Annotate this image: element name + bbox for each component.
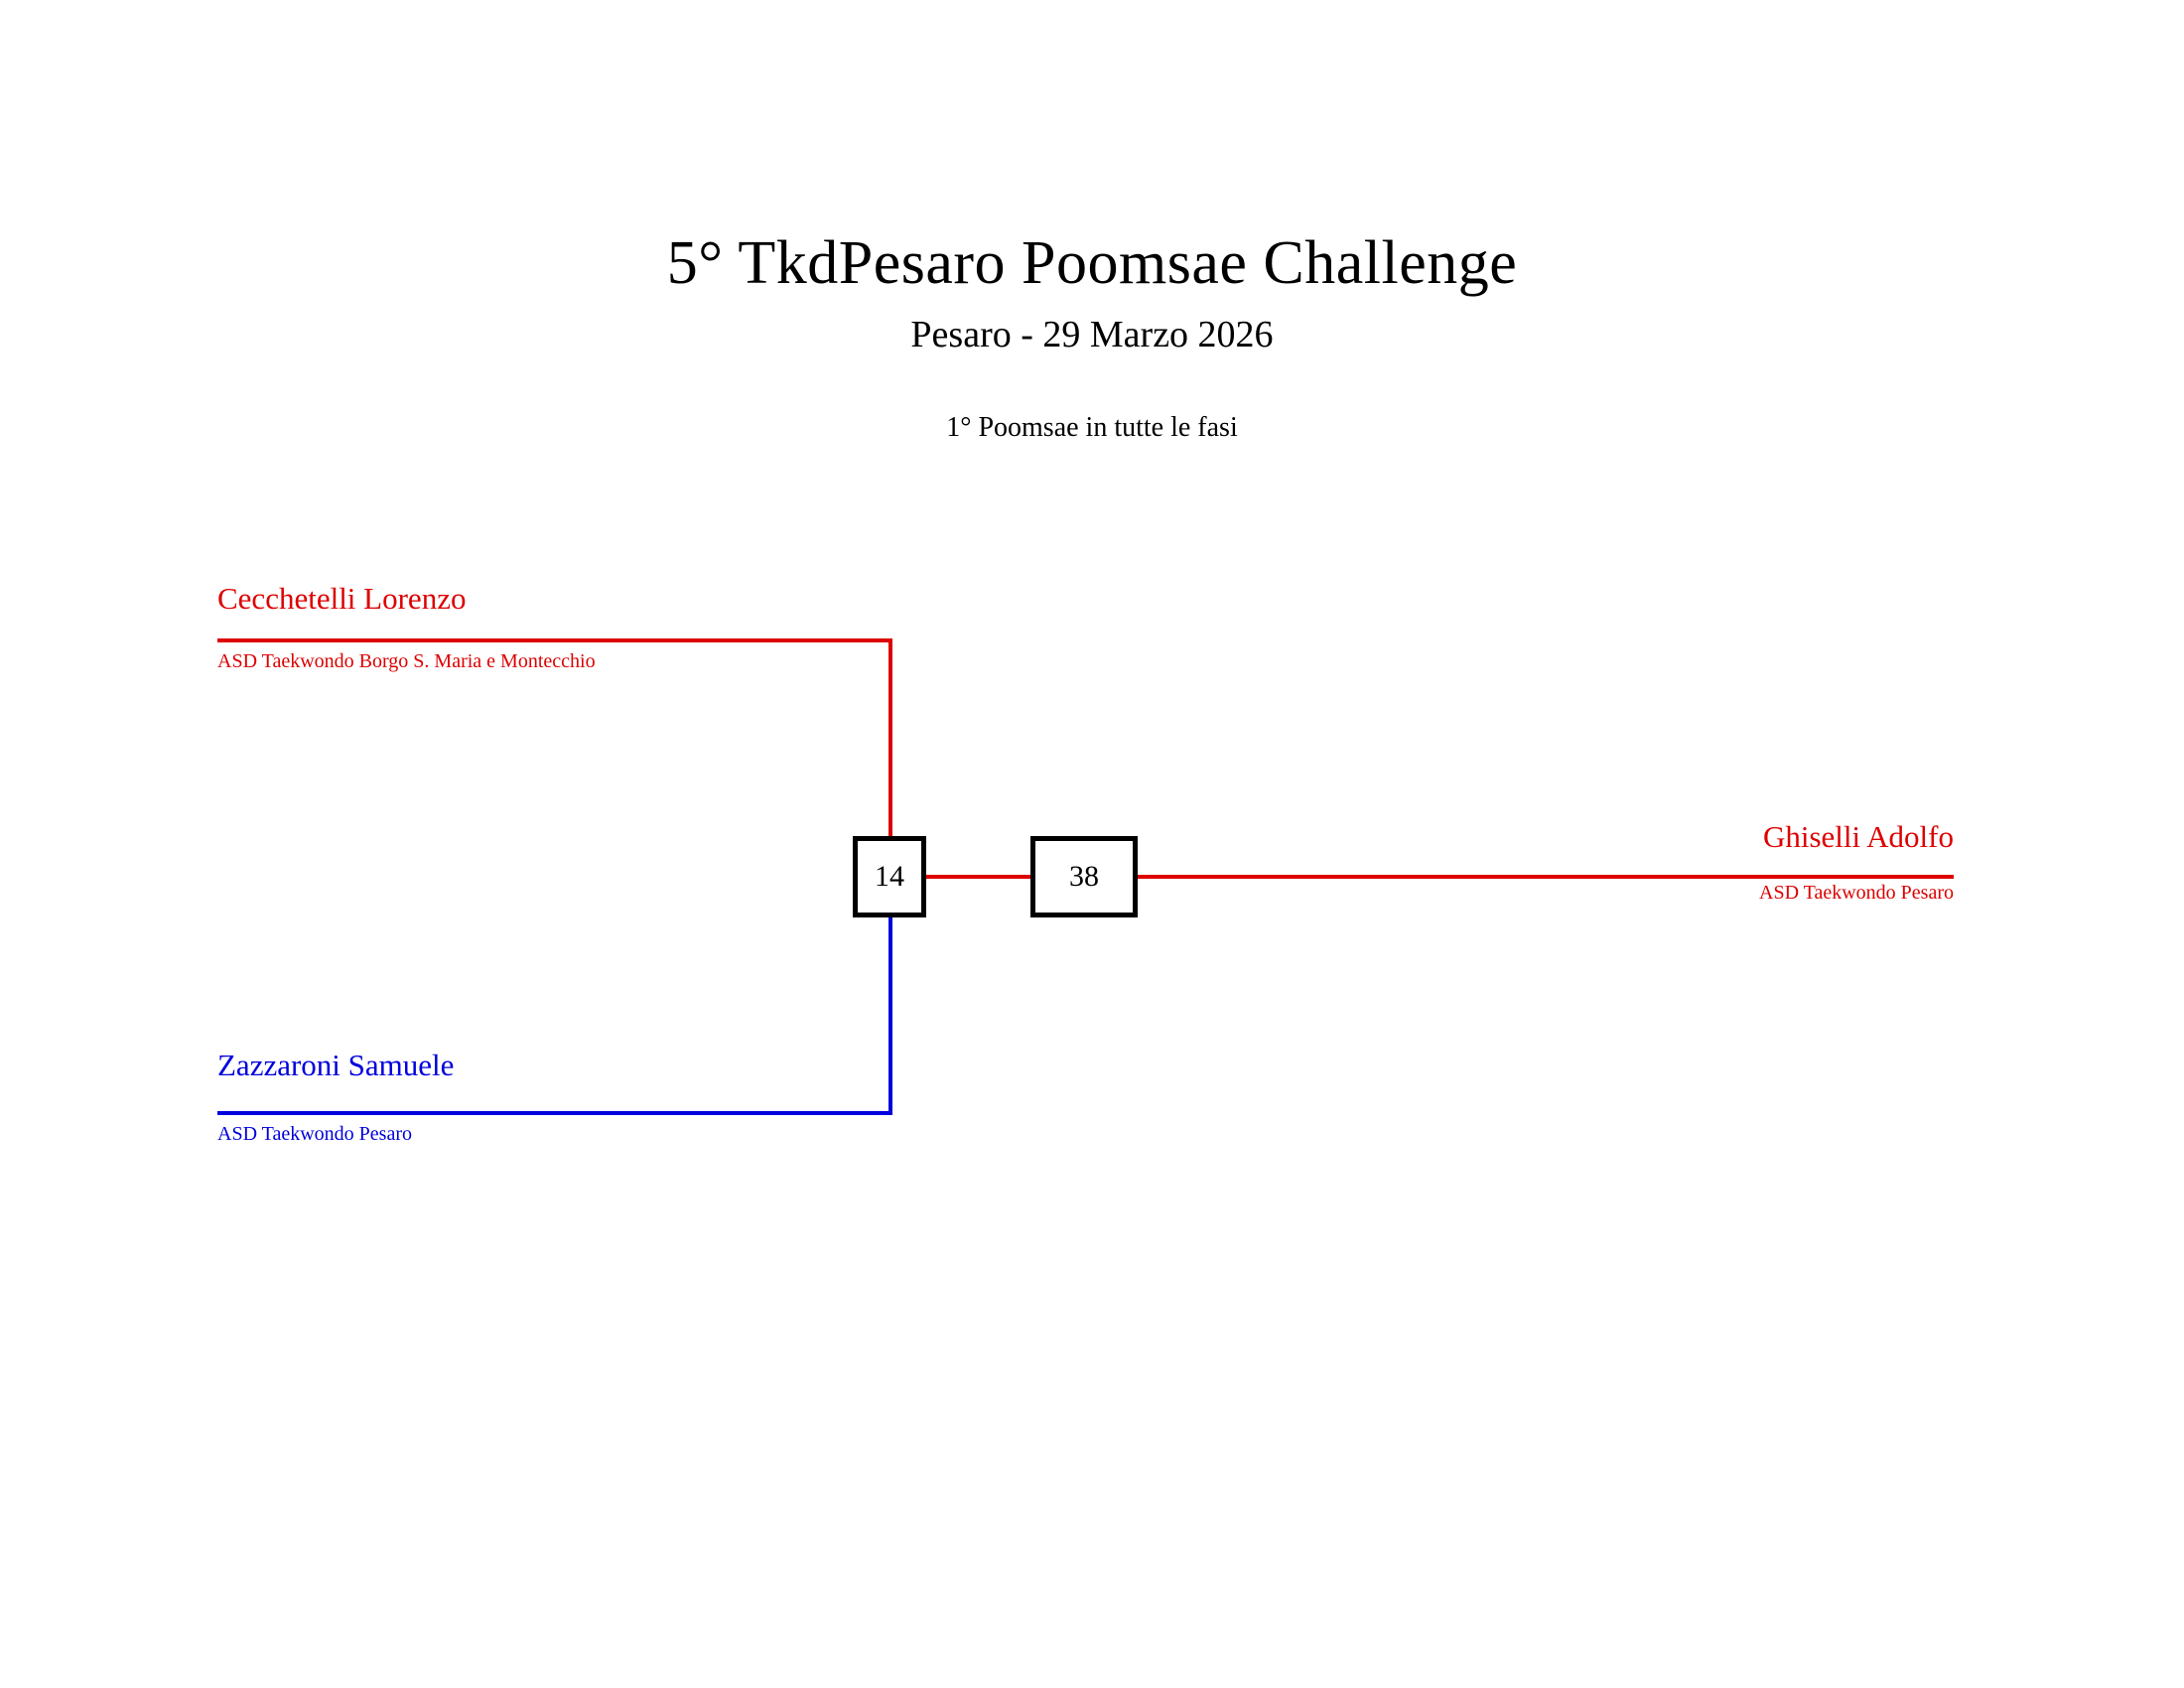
match-to-result-line <box>926 875 1030 879</box>
winner-line <box>1138 875 1954 879</box>
competitor2-name: Zazzaroni Samuele <box>217 1048 455 1082</box>
competitor1-name: Cecchetelli Lorenzo <box>217 581 467 616</box>
competitor2-club: ASD Taekwondo Pesaro <box>217 1123 412 1145</box>
result-number-box: 38 <box>1030 836 1138 917</box>
page-title: 5° TkdPesaro Poomsae Challenge <box>666 229 1518 297</box>
header: 5° TkdPesaro Poomsae Challenge Pesaro - … <box>0 228 2184 444</box>
winner-club: ASD Taekwondo Pesaro <box>1759 882 1954 904</box>
match-number: 14 <box>875 860 904 893</box>
competitor1-line <box>217 638 892 642</box>
match-number-box: 14 <box>853 836 926 917</box>
competitor2-line <box>217 1111 892 1115</box>
competitor1-connector-line <box>888 638 892 879</box>
competitor1-club: ASD Taekwondo Borgo S. Maria e Montecchi… <box>217 650 596 672</box>
category-title: 1° Poomsae in tutte le fasi <box>946 412 1238 443</box>
competitor2-connector-line <box>888 879 892 1115</box>
event-date: Pesaro - 29 Marzo 2026 <box>910 314 1274 355</box>
result-number: 38 <box>1069 860 1099 893</box>
winner-name: Ghiselli Adolfo <box>1762 819 1954 854</box>
